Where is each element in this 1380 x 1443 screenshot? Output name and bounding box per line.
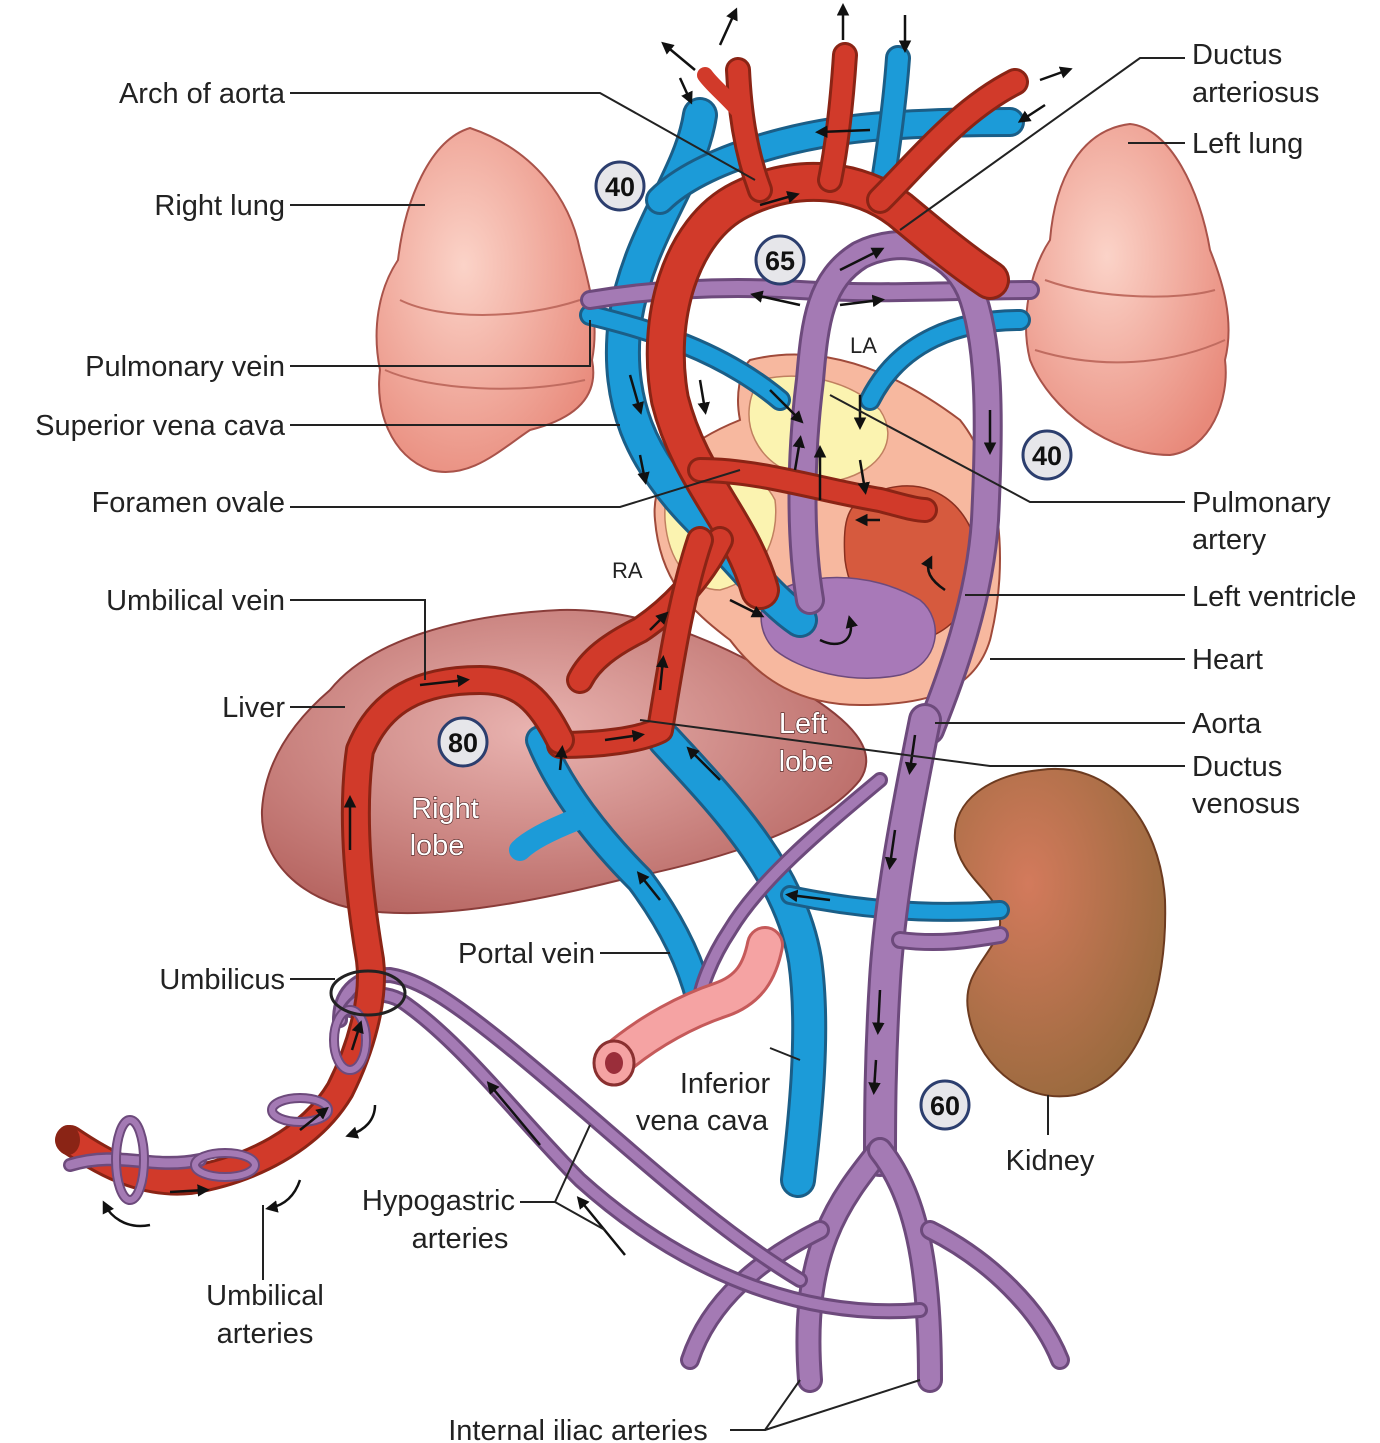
- badge-descending-aorta-pressure: 40: [1021, 429, 1073, 481]
- badge-abdominal-aorta-pressure: 60: [919, 1079, 971, 1131]
- label-hypogastric-arteries-line1: Hypogastric: [362, 1185, 515, 1217]
- umbilicus-ring: [329, 969, 407, 1017]
- label-superior-vena-cava: Superior vena cava: [35, 410, 286, 442]
- label-umbilical-arteries-line1: Umbilical: [206, 1280, 324, 1312]
- label-hypogastric-arteries-line2: arteries: [412, 1223, 509, 1255]
- flow-arrows: [102, 3, 1073, 1256]
- svg-text:40: 40: [1032, 441, 1062, 471]
- left-lung: [1025, 122, 1230, 457]
- label-left-lobe-line1: Left: [779, 708, 827, 740]
- right-lung: [375, 126, 596, 473]
- label-umbilical-arteries-line2: arteries: [217, 1318, 314, 1350]
- label-ductus-arteriosus-line1: Ductus: [1192, 39, 1282, 71]
- kidney: [953, 767, 1167, 1098]
- label-left-lobe-line2: lobe: [779, 746, 834, 778]
- svg-text:80: 80: [448, 728, 478, 758]
- label-heart: Heart: [1192, 644, 1263, 676]
- label-ductus-venosus-line1: Ductus: [1192, 751, 1282, 783]
- label-internal-iliac-arteries: Internal iliac arteries: [448, 1415, 708, 1443]
- label-umbilical-vein: Umbilical vein: [106, 585, 285, 617]
- label-left-ventricle: Left ventricle: [1192, 581, 1356, 613]
- intestine: [592, 926, 784, 1087]
- label-foramen-ovale: Foramen ovale: [92, 487, 285, 519]
- label-pulmonary-vein: Pulmonary vein: [85, 351, 285, 383]
- label-inferior-vena-cava-line1: Inferior: [680, 1068, 771, 1100]
- svg-text:40: 40: [605, 172, 635, 202]
- badge-umbilical-vein-pressure: 80: [437, 716, 489, 768]
- label-inferior-vena-cava-line2: vena cava: [636, 1105, 769, 1137]
- label-portal-vein: Portal vein: [458, 938, 595, 970]
- label-aorta: Aorta: [1192, 708, 1262, 740]
- svg-text:65: 65: [765, 246, 795, 276]
- oxygenated-vessels: [55, 42, 1029, 1196]
- svg-text:60: 60: [930, 1091, 960, 1121]
- label-right-lobe-line2: lobe: [410, 830, 465, 862]
- label-umbilicus: Umbilicus: [159, 964, 285, 996]
- label-arch-of-aorta: Arch of aorta: [119, 78, 286, 110]
- label-ductus-venosus-line2: venosus: [1192, 788, 1300, 820]
- label-right-lobe-line1: Right: [411, 793, 479, 825]
- label-kidney: Kidney: [1006, 1145, 1095, 1177]
- leader-lines: [262, 57, 1185, 1431]
- label-pulmonary-artery-line1: Pulmonary: [1192, 487, 1331, 519]
- label-liver: Liver: [222, 692, 285, 724]
- label-la: LA: [850, 333, 877, 358]
- label-left-lung: Left lung: [1192, 128, 1303, 160]
- label-ra: RA: [612, 558, 643, 583]
- label-right-lung: Right lung: [154, 190, 285, 222]
- badge-svc-pressure: 40: [594, 160, 646, 212]
- badge-aortic-arch-pressure: 65: [754, 234, 806, 286]
- label-ductus-arteriosus-line2: arteriosus: [1192, 77, 1319, 109]
- label-pulmonary-artery-line2: artery: [1192, 524, 1267, 556]
